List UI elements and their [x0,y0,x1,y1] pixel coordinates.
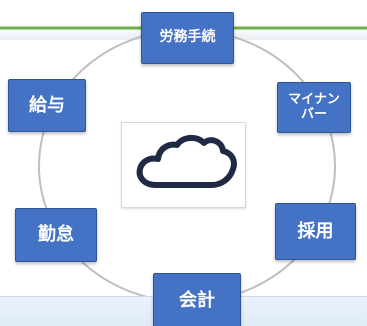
node-attendance[interactable]: 勤怠 [15,208,97,262]
node-label: マイナン バー [288,92,340,122]
node-labor-procedures[interactable]: 労務手続 [141,12,234,64]
node-accounting[interactable]: 会計 [153,273,241,326]
cloud-card [121,122,246,208]
node-hiring[interactable]: 採用 [275,203,356,260]
cloud-icon [136,135,237,188]
node-label: 給与 [29,94,65,116]
node-label: 労務手続 [159,29,216,46]
node-label: 勤怠 [38,224,74,246]
node-my-number[interactable]: マイナン バー [277,82,351,133]
node-label: 採用 [297,220,334,242]
node-label: 会計 [179,289,215,311]
node-payroll[interactable]: 給与 [8,79,86,132]
